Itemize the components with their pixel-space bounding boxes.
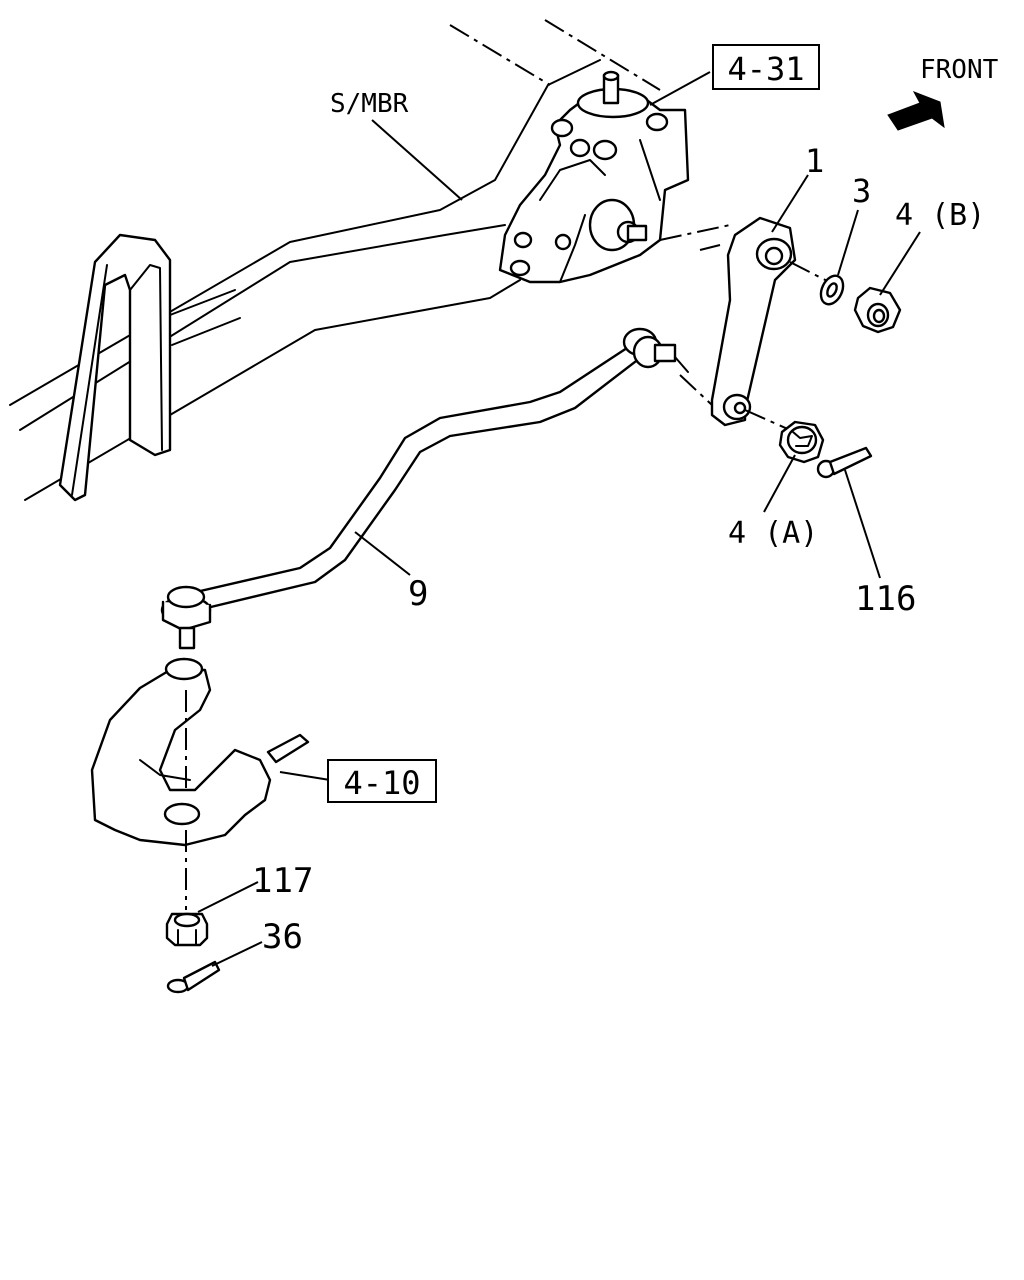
nut-b [853, 286, 902, 334]
ref-4-31-label: 4-31 [727, 50, 804, 88]
part-label-116: 116 [855, 579, 916, 619]
knuckle-arm [90, 657, 310, 910]
idler-arm [659, 216, 836, 431]
front-arrow-icon [887, 91, 945, 131]
cotter-pin-36 [166, 960, 221, 994]
relay-rod [160, 327, 689, 650]
part-label-1: 1 [805, 142, 824, 180]
castle-nut-117 [165, 912, 209, 947]
cotter-pin-116 [816, 446, 873, 479]
washer [819, 274, 845, 306]
side-member-label: S/MBR [330, 89, 409, 119]
part-label-36: 36 [262, 917, 303, 957]
part-label-3: 3 [852, 172, 871, 210]
leader-lines [197, 71, 921, 967]
part-label-9: 9 [408, 574, 428, 614]
ref-4-10-label: 4-10 [343, 764, 420, 802]
ref-box-4-10: 4-10 [327, 759, 437, 803]
part-label-4b: 4 (B) [895, 198, 985, 233]
ref-box-4-31: 4-31 [712, 44, 820, 90]
castle-nut-a [778, 420, 825, 464]
steering-gearbox [498, 70, 690, 284]
front-label: FRONT [920, 55, 999, 85]
frame-bracket [58, 233, 172, 502]
part-label-117: 117 [252, 861, 313, 901]
part-label-4a: 4 (A) [728, 516, 818, 551]
